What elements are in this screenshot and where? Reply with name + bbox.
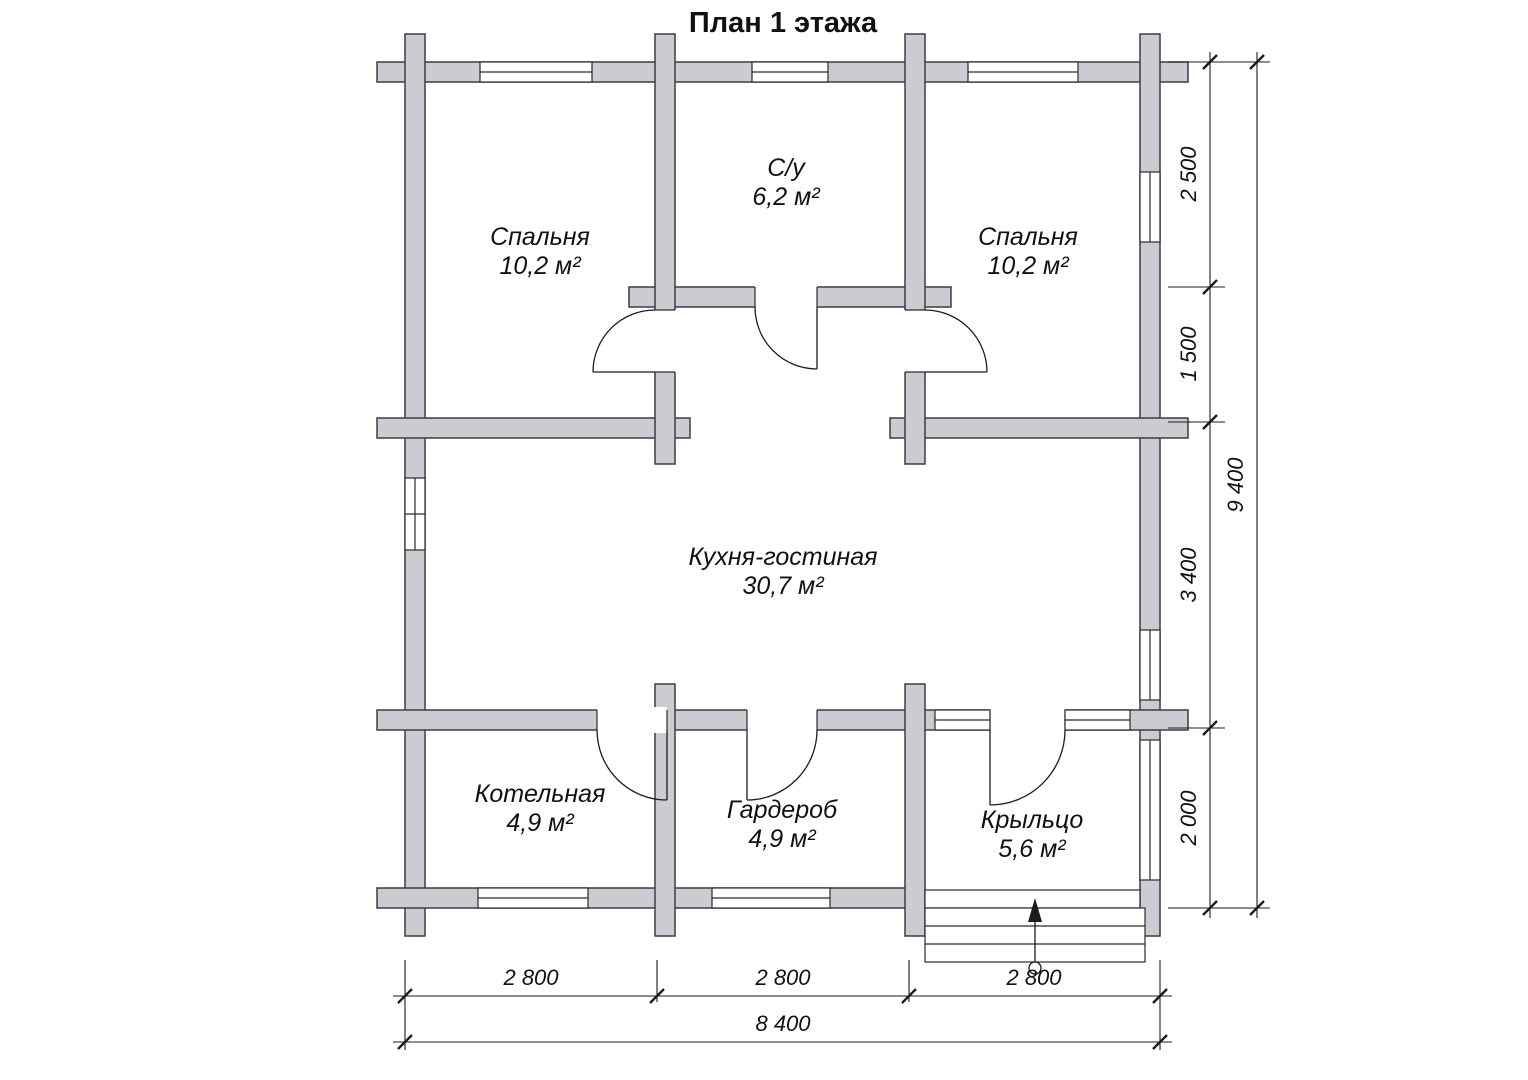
- room-area: 4,9 м²: [506, 809, 575, 837]
- window-porch-front-1: [934, 709, 991, 731]
- door-bathroom: [754, 306, 818, 370]
- dim-right-4: 2 000: [1176, 790, 1201, 847]
- vertical-wall-right-bottom: [904, 683, 926, 937]
- door-bedroom-right: [924, 309, 988, 373]
- room-area: 10,2 м²: [987, 252, 1070, 280]
- window-kitchen-right: [1139, 629, 1161, 701]
- room-name: С/у: [767, 154, 806, 182]
- window-boiler-bottom: [477, 887, 589, 909]
- room-label-bedroom-left: Спальня 10,2 м²: [490, 223, 590, 280]
- room-name: Гардероб: [727, 796, 838, 824]
- door-porch-entry: [989, 729, 1066, 806]
- window-bathroom-top: [751, 61, 829, 83]
- window-porch-right: [1139, 739, 1161, 881]
- room-name: Спальня: [978, 223, 1078, 251]
- window-bedroom-left-top: [479, 61, 593, 83]
- room-label-boiler: Котельная 4,9 м²: [475, 780, 606, 837]
- dim-right-total: 9 400: [1223, 457, 1248, 513]
- dim-bottom-1: 2 800: [502, 965, 559, 990]
- interior-wall-a-right: [889, 417, 1189, 439]
- windows: [404, 61, 1161, 909]
- room-label-porch: Крыльцо 5,6 м²: [981, 806, 1084, 863]
- window-bedroom-right-top: [967, 61, 1079, 83]
- room-label-bedroom-right: Спальня 10,2 м²: [978, 223, 1078, 280]
- room-label-kitchen: Кухня-гостиная 30,7 м²: [688, 543, 877, 600]
- room-label-bathroom: С/у 6,2 м²: [752, 154, 821, 211]
- room-label-wardrobe: Гардероб 4,9 м²: [727, 796, 838, 853]
- window-kitchen-left: [404, 477, 426, 551]
- room-name: Кухня-гостиная: [688, 543, 877, 571]
- stair-direction-arrow: [1028, 898, 1042, 975]
- vertical-wall-left-top: [654, 33, 676, 465]
- dim-right-2: 1 500: [1176, 326, 1201, 382]
- vertical-wall-right-top: [904, 33, 926, 465]
- dim-bottom-3: 2 800: [1005, 965, 1062, 990]
- dim-right-3: 3 400: [1176, 547, 1201, 603]
- room-area: 30,7 м²: [742, 572, 825, 600]
- page-title: План 1 этажа: [689, 7, 878, 39]
- room-area: 5,6 м²: [998, 835, 1067, 863]
- window-wardrobe-bottom: [711, 887, 831, 909]
- dim-bottom-2: 2 800: [754, 965, 811, 990]
- room-name: Котельная: [475, 780, 606, 808]
- outer-wall-bottom: [376, 887, 926, 909]
- room-name: Спальня: [490, 223, 590, 251]
- room-area: 4,9 м²: [748, 825, 817, 853]
- door-boiler: [596, 729, 668, 801]
- interior-wall-a-left: [376, 417, 691, 439]
- room-area: 6,2 м²: [752, 183, 821, 211]
- door-bedroom-left: [592, 309, 656, 373]
- door-openings: [596, 284, 1066, 733]
- room-name: Крыльцо: [981, 806, 1084, 834]
- room-area: 10,2 м²: [499, 252, 582, 280]
- door-wardrobe: [746, 729, 818, 801]
- dim-right-1: 2 500: [1176, 146, 1201, 203]
- doors: [592, 306, 1066, 806]
- porch-threshold: [924, 889, 1141, 909]
- dimension-chain-right: 2 500 1 500 3 400 2 000 9 400: [1168, 52, 1270, 918]
- dim-bottom-total: 8 400: [755, 1011, 811, 1036]
- window-bedroom-right-side: [1139, 171, 1161, 243]
- vertical-wall-left-bottom: [654, 683, 676, 937]
- room-labels: Спальня 10,2 м² С/у 6,2 м² Спальня 10,2 …: [475, 154, 1084, 863]
- dimension-chain-bottom: 2 800 2 800 2 800 8 400: [393, 960, 1172, 1050]
- window-porch-front-2: [1064, 709, 1131, 731]
- porch-steps: [924, 889, 1146, 975]
